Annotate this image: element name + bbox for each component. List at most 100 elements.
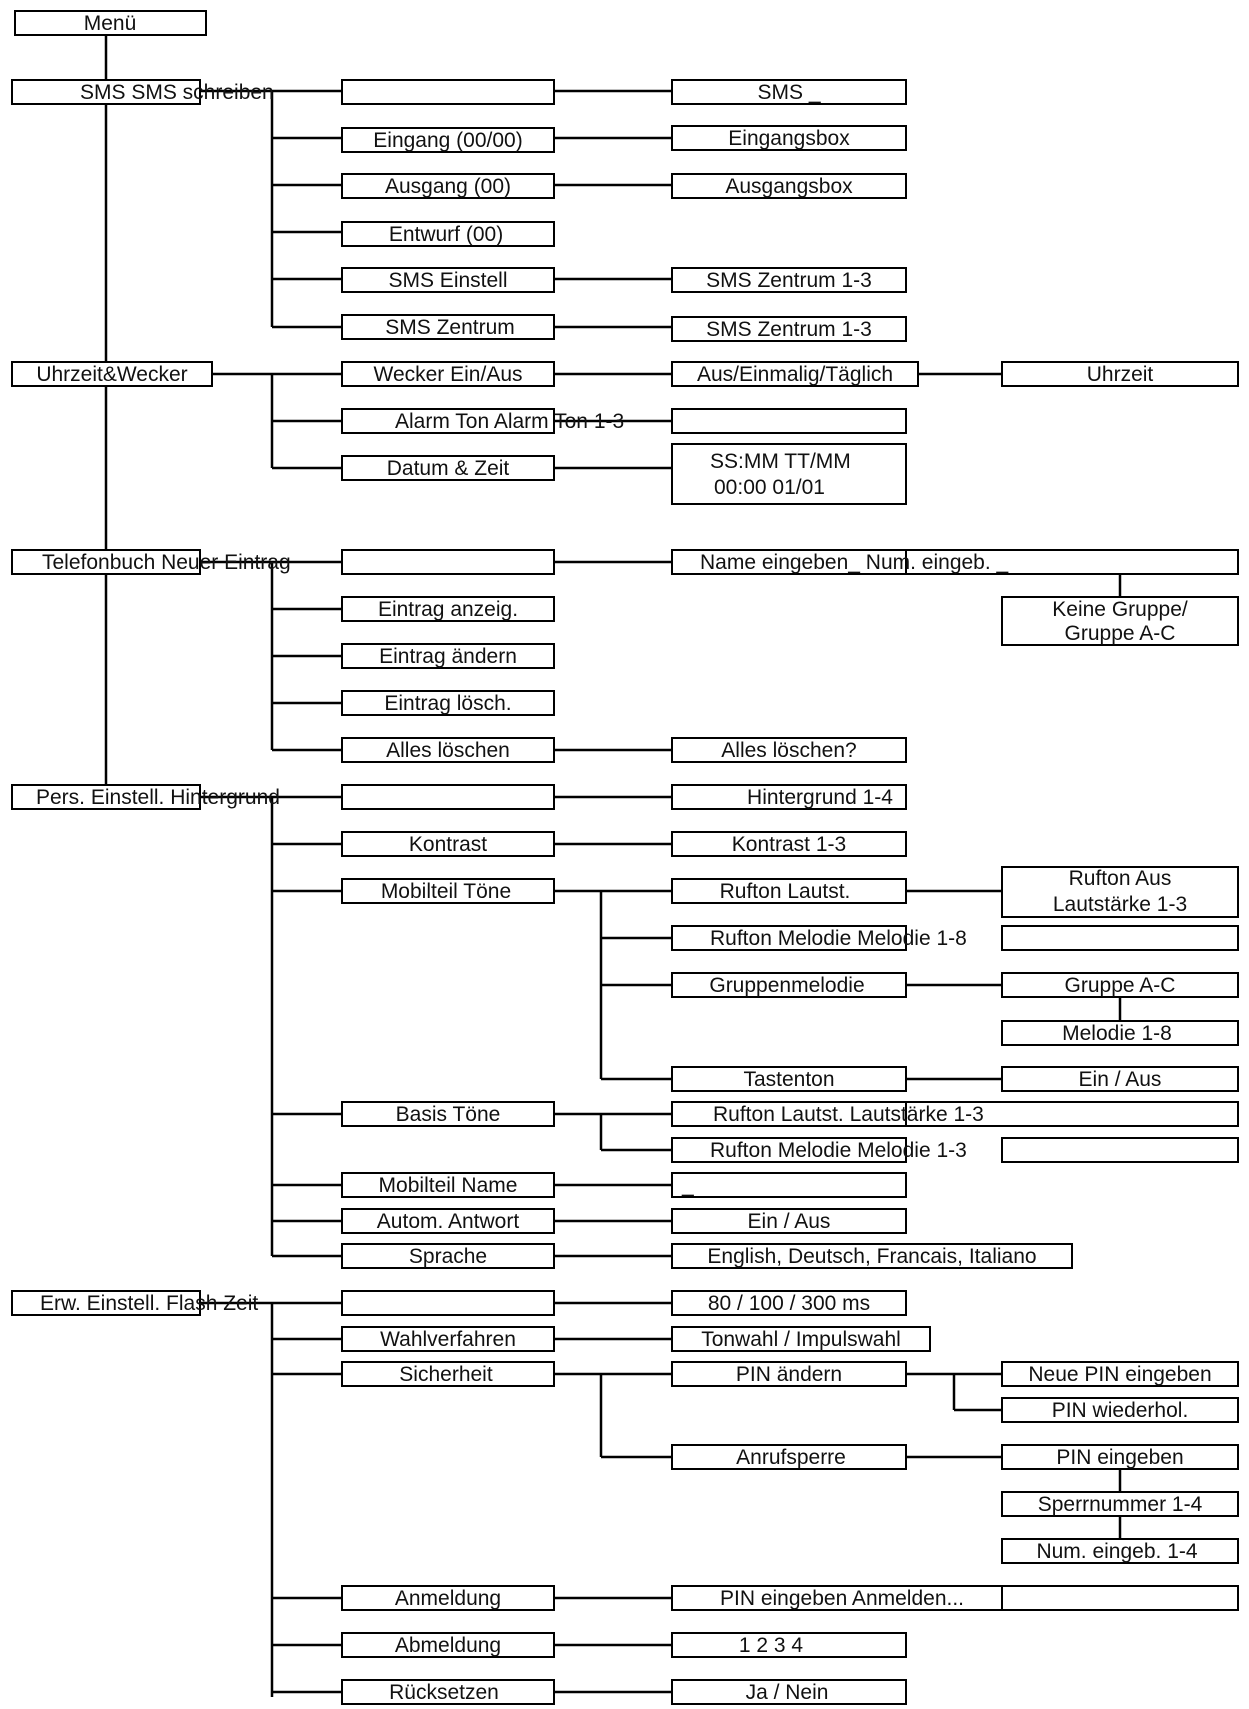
node-personal-group-ac: Gruppe A-C	[1001, 972, 1239, 998]
node-advanced-new-pin: Neue PIN eingeben	[1001, 1361, 1239, 1387]
node-personal-ring-volume-label: Rufton Lautst.	[720, 880, 851, 903]
node-personal-background: Hintergrund 1-4	[671, 784, 907, 810]
node-personal-ring-melody: Rufton Melodie Melodie 1-8	[671, 925, 1239, 951]
node-personal-key-tone-label: Tastenton	[743, 1068, 834, 1091]
node-clock-format-line2: 00:00 01/01	[714, 476, 825, 499]
node-advanced-register: Anmeldung	[341, 1585, 555, 1611]
node-sms: SMS SMS schreiben	[11, 79, 274, 105]
node-personal-base-tones-label: Basis Töne	[396, 1103, 501, 1126]
node-clock-date-time-label: Datum & Zeit	[387, 457, 510, 480]
node-personal-contrast-label: Kontrast	[409, 833, 487, 856]
node-personal: Pers. Einstell. Hintergrund	[11, 784, 280, 810]
node-phonebook: Telefonbuch Neuer Eintrag	[11, 549, 291, 575]
node-sms-write-text-label: SMS _	[757, 81, 820, 104]
node-personal-base-tones: Basis Töne	[341, 1101, 555, 1127]
node-personal-key-tone: Tastenton	[671, 1066, 907, 1092]
node-advanced-repeat-pin: PIN wiederhol.	[1001, 1397, 1239, 1423]
node-personal-base-ring-melody: Rufton Melodie Melodie 1-3	[671, 1137, 1239, 1163]
node-personal-bg-empty	[341, 784, 555, 810]
node-sms-center-value: SMS Zentrum 1-3	[671, 316, 907, 342]
node-advanced-block-number: Sperrnummer 1-4	[1001, 1491, 1239, 1517]
node-personal-base-ring-volume: Rufton Lautst. Lautstärke 1-3	[671, 1101, 1239, 1127]
node-phonebook-delete-label: Eintrag lösch.	[384, 692, 511, 715]
node-advanced-security: Sicherheit	[341, 1361, 555, 1387]
node-personal-key-tone-value-label: Ein / Aus	[1079, 1068, 1162, 1091]
node-phonebook-edit: Eintrag ändern	[341, 643, 555, 669]
node-personal-handset-name-value: _	[671, 1172, 907, 1198]
node-phonebook-show: Eintrag anzeig.	[341, 596, 555, 622]
node-personal-contrast: Kontrast	[341, 831, 555, 857]
node-phonebook-delete-all-label: Alles löschen	[386, 739, 510, 762]
node-menu-label: Menü	[84, 12, 137, 35]
node-personal-auto-answer-value: Ein / Aus	[671, 1208, 907, 1234]
node-advanced-reset: Rücksetzen	[341, 1679, 555, 1705]
node-phonebook-group-line2: Gruppe A-C	[1065, 622, 1176, 645]
node-personal-auto-answer-label: Autom. Antwort	[377, 1210, 520, 1233]
node-personal-handset-name: Mobilteil Name	[341, 1172, 555, 1198]
node-personal-language: Sprache	[341, 1243, 555, 1269]
node-sms-settings-label: SMS Einstell	[388, 269, 507, 292]
node-phonebook-edit-label: Eintrag ändern	[379, 645, 517, 668]
node-clock-label: Uhrzeit&Wecker	[36, 363, 187, 386]
node-advanced-register-value-label: PIN eingeben Anmelden...	[720, 1587, 964, 1610]
node-personal-ring-off-line2: Lautstärke 1-3	[1053, 893, 1187, 916]
node-sms-center: SMS Zentrum	[341, 314, 555, 340]
node-clock-alarm-mode-label: Aus/Einmalig/Täglich	[697, 363, 893, 386]
node-phonebook-new-empty	[341, 549, 555, 575]
node-phonebook-delete-all-confirm-label: Alles löschen?	[721, 739, 856, 762]
node-personal-handset-name-value-label: _	[681, 1174, 694, 1197]
node-personal-group-melody-label: Gruppenmelodie	[709, 974, 864, 997]
node-clock-alarm-mode: Aus/Einmalig/Täglich	[671, 361, 919, 387]
node-personal-melody-18: Melodie 1-8	[1001, 1020, 1239, 1046]
node-advanced-dialing-value: Tonwahl / Impulswahl	[671, 1326, 931, 1352]
node-clock: Uhrzeit&Wecker	[11, 361, 213, 387]
node-advanced-pin-change-label: PIN ändern	[736, 1363, 842, 1386]
node-phonebook-group: Keine Gruppe/ Gruppe A-C	[1001, 596, 1239, 646]
node-phonebook-delete-all: Alles löschen	[341, 737, 555, 763]
node-advanced-enter-pin: PIN eingeben	[1001, 1444, 1239, 1470]
node-advanced-reset-label: Rücksetzen	[389, 1681, 499, 1704]
node-personal-key-tone-value: Ein / Aus	[1001, 1066, 1239, 1092]
node-advanced-reset-value: Ja / Nein	[671, 1679, 907, 1705]
node-phonebook-name-entry: Name eingeben_ Num. eingeb. _	[671, 549, 1239, 575]
node-advanced-security-label: Sicherheit	[399, 1363, 493, 1386]
node-personal-language-label: Sprache	[409, 1245, 487, 1268]
node-personal-ring-volume: Rufton Lautst.	[671, 878, 907, 904]
node-advanced-deregister: Abmeldung	[341, 1632, 555, 1658]
node-sms-inbox-box: Eingangsbox	[671, 125, 907, 151]
node-sms-center-value-label: SMS Zentrum 1-3	[706, 318, 872, 341]
node-personal-language-value: English, Deutsch, Francais, Italiano	[671, 1243, 1073, 1269]
node-phonebook-name-entry-label: Name eingeben_ Num. eingeb. _	[700, 551, 1009, 574]
node-sms-inbox: Eingang (00/00)	[341, 127, 555, 153]
node-clock-alarm-time-label: Uhrzeit	[1087, 363, 1154, 386]
node-clock-alarm-time: Uhrzeit	[1001, 361, 1239, 387]
node-phonebook-group-line1: Keine Gruppe/	[1052, 598, 1188, 621]
node-clock-alarm: Wecker Ein/Aus	[341, 361, 555, 387]
node-clock-alarm-tone: Alarm Ton Alarm Ton 1-3	[341, 408, 907, 434]
node-sms-settings-center: SMS Zentrum 1-3	[671, 267, 907, 293]
node-sms-inbox-label: Eingang (00/00)	[373, 129, 522, 152]
node-advanced: Erw. Einstell. Flash Zeit	[11, 1290, 258, 1316]
node-personal-group-melody: Gruppenmelodie	[671, 972, 907, 998]
node-personal-auto-answer: Autom. Antwort	[341, 1208, 555, 1234]
node-personal-group-ac-label: Gruppe A-C	[1065, 974, 1176, 997]
node-personal-base-ring-melody-label: Rufton Melodie Melodie 1-3	[710, 1139, 967, 1162]
node-sms-outbox: Ausgang (00)	[341, 173, 555, 199]
node-advanced-enter-pin-label: PIN eingeben	[1056, 1446, 1183, 1469]
node-personal-contrast-value: Kontrast 1-3	[671, 831, 907, 857]
node-advanced-deregister-label: Abmeldung	[395, 1634, 501, 1657]
node-personal-ring-off-line1: Rufton Aus	[1069, 867, 1172, 890]
node-advanced-flash-empty	[341, 1290, 555, 1316]
node-sms-outbox-box: Ausgangsbox	[671, 173, 907, 199]
node-personal-auto-answer-value-label: Ein / Aus	[748, 1210, 831, 1233]
node-personal-handset-name-label: Mobilteil Name	[379, 1174, 518, 1197]
node-sms-center-label: SMS Zentrum	[385, 316, 515, 339]
node-advanced-pin-change: PIN ändern	[671, 1361, 907, 1387]
node-menu: Menü	[14, 10, 207, 36]
node-sms-outbox-label: Ausgang (00)	[385, 175, 511, 198]
node-clock-format: SS:MM TT/MM 00:00 01/01	[671, 443, 907, 505]
node-sms-draft: Entwurf (00)	[341, 221, 555, 247]
node-clock-date-time: Datum & Zeit	[341, 455, 555, 481]
node-advanced-reset-value-label: Ja / Nein	[746, 1681, 829, 1704]
